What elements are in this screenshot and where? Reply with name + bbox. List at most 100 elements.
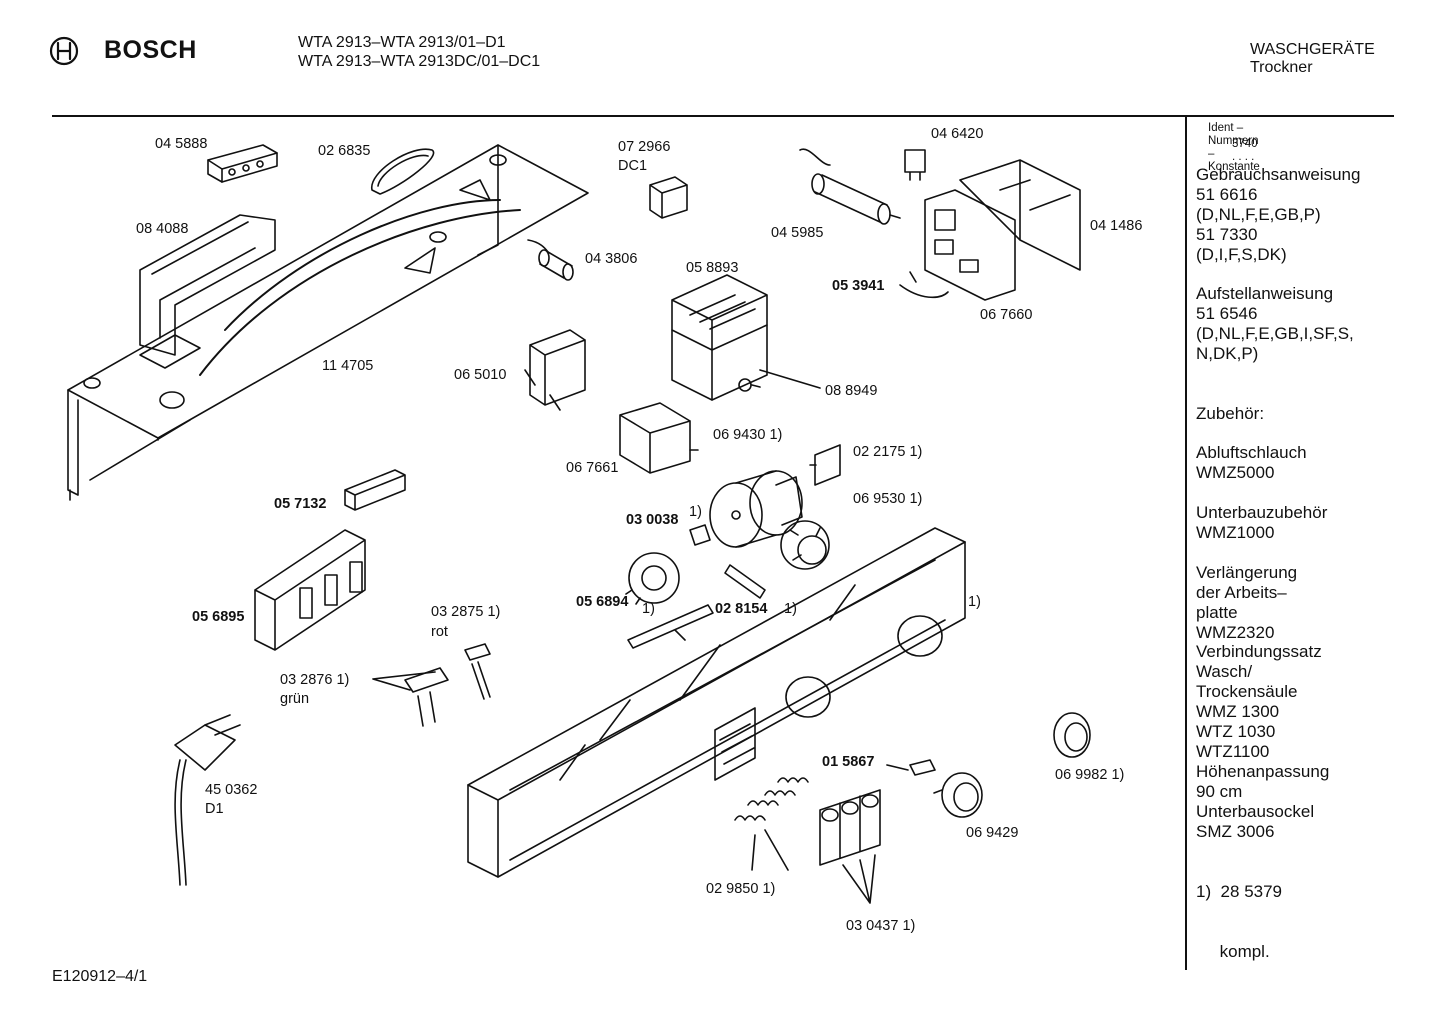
motor-069430 bbox=[709, 470, 803, 548]
sidebar-line: Abluftschlauch bbox=[1196, 443, 1307, 462]
subcategory-title: Trockner bbox=[1250, 59, 1313, 76]
cable-clip-032875 bbox=[464, 643, 491, 700]
part-label: 08 4088 bbox=[136, 221, 189, 237]
sidebar-line: WTZ 1030 bbox=[1196, 722, 1276, 741]
part-label-bold: 02 8154 bbox=[715, 601, 768, 617]
bracket-022175 bbox=[809, 444, 841, 486]
part-label: 11 4705 bbox=[322, 358, 374, 374]
part-label-bold: 01 5867 bbox=[822, 754, 875, 770]
part-note: 1) bbox=[784, 601, 797, 617]
unterbauzubehoer-block: Unterbauzubehör WMZ1000 bbox=[1196, 503, 1327, 543]
capacitor-045985 bbox=[799, 148, 901, 225]
part-label-sub: grün bbox=[280, 691, 310, 707]
part-label-sub: rot bbox=[431, 624, 448, 640]
sidebar-line: Höhenanpassung 90 cm bbox=[1196, 762, 1330, 801]
part-label: 07 2966 bbox=[618, 139, 671, 155]
part-note: 1) bbox=[689, 504, 702, 520]
drawing-code: E120912–4/1 bbox=[52, 968, 148, 985]
component-046420 bbox=[904, 149, 926, 181]
clip-015867 bbox=[909, 759, 936, 776]
panel-note: 1) bbox=[968, 594, 981, 610]
part-label: 06 9430 1) bbox=[713, 427, 783, 443]
part-label: 03 0437 1) bbox=[846, 918, 916, 934]
sidebar-line: Unterbausockel bbox=[1196, 802, 1315, 821]
sidebar-line: 1) 28 5379 bbox=[1196, 882, 1283, 901]
sidebar-line: 51 7330 bbox=[1196, 225, 1258, 244]
front-panel bbox=[467, 527, 966, 878]
sidebar-line: Verlängerung der Arbeits– bbox=[1196, 563, 1298, 602]
terminal-strip-057132 bbox=[344, 469, 406, 511]
part-label: 04 6420 bbox=[931, 126, 984, 142]
bracket-030038 bbox=[689, 524, 711, 546]
cable-clip-032876 bbox=[404, 667, 449, 727]
wire-053941 bbox=[899, 271, 949, 299]
part-label: 04 3806 bbox=[585, 251, 638, 267]
part-label: 02 6835 bbox=[318, 143, 371, 159]
sidebar-line: N,DK,P) bbox=[1196, 344, 1259, 363]
gear-wheel-056894 bbox=[625, 552, 680, 605]
part-note: 1) bbox=[642, 601, 655, 617]
part-label: 06 5010 bbox=[454, 367, 507, 383]
part-label-bold: 05 6895 bbox=[192, 609, 245, 625]
part-label-bold: 03 0038 bbox=[626, 512, 679, 528]
sidebar-line: SMZ 3006 bbox=[1196, 822, 1275, 841]
part-label-sub: DC1 bbox=[618, 158, 648, 174]
pin-028154 bbox=[724, 564, 766, 599]
sidebar-line: WMZ5000 bbox=[1196, 463, 1275, 482]
model-line-1: WTA 2913–WTA 2913/01–D1 bbox=[298, 34, 506, 51]
hoehenanpassung-block: Höhenanpassung 90 cm Unterbausockel SMZ … bbox=[1196, 762, 1329, 842]
leader-015867 bbox=[886, 764, 909, 771]
part-label: 03 2875 1) bbox=[431, 604, 501, 620]
part-label: 04 5888 bbox=[155, 136, 208, 152]
sidebar-line: WMZ2320 bbox=[1196, 623, 1275, 642]
knob-069429 bbox=[933, 772, 983, 818]
part-label-bold: 05 7132 bbox=[274, 496, 327, 512]
sidebar-line: WTZ1100 bbox=[1196, 742, 1270, 761]
control-plate-114705 bbox=[67, 144, 589, 501]
part-label: 45 0362 bbox=[205, 782, 258, 798]
sidebar-line: kompl. bbox=[1196, 942, 1270, 961]
sidebar-line: WMZ 1300 bbox=[1196, 702, 1280, 721]
knob-069982 bbox=[1053, 712, 1091, 758]
switch-assembly-056895 bbox=[254, 529, 366, 651]
sidebar-line: WMZ1000 bbox=[1196, 523, 1275, 542]
part-label: 02 2175 1) bbox=[853, 444, 923, 460]
timer-058893 bbox=[671, 274, 768, 401]
springs-029850 bbox=[734, 777, 809, 871]
slider-strip bbox=[627, 604, 714, 649]
zubehoer-heading: Zubehör: bbox=[1196, 404, 1265, 423]
part-label: 04 1486 bbox=[1090, 218, 1143, 234]
sidebar-line: Unterbauzubehör bbox=[1196, 503, 1328, 522]
sidebar-line: 51 6616 bbox=[1196, 185, 1258, 204]
leader-088949 bbox=[759, 369, 821, 389]
part-label: 03 2876 1) bbox=[280, 672, 350, 688]
buttons-030437 bbox=[819, 789, 881, 904]
header-rule bbox=[52, 115, 1394, 117]
sidebar-line: platte bbox=[1196, 603, 1238, 622]
switch-holder-067661 bbox=[619, 402, 699, 474]
part-label: 06 9429 bbox=[966, 825, 1019, 841]
part-label-bold: 05 3941 bbox=[832, 278, 885, 294]
part-label: 02 9850 1) bbox=[706, 881, 776, 897]
switch-065010 bbox=[524, 329, 586, 411]
verbindungssatz-block: Verbindungssatz Wasch/ Trockensäule WMZ … bbox=[1196, 642, 1322, 762]
gasket-loop-026835 bbox=[371, 148, 435, 195]
gear-069530 bbox=[780, 520, 830, 570]
part-label: 06 7661 bbox=[566, 460, 619, 476]
mounting-frame-041486 bbox=[959, 159, 1081, 271]
sidebar-line: (D,NL,F,E,GB,P) bbox=[1196, 205, 1321, 224]
brand-name: BOSCH bbox=[104, 36, 197, 64]
category-title: WASCHGERÄTE bbox=[1250, 41, 1375, 58]
circuit-board-067660 bbox=[924, 189, 1016, 301]
part-label: 05 8893 bbox=[686, 260, 739, 276]
sidebar-line: (D,I,F,S,DK) bbox=[1196, 245, 1287, 264]
sidebar-line: Aufstellanweisung bbox=[1196, 284, 1334, 303]
capacitor-043806 bbox=[527, 239, 574, 281]
part-label-sub: D1 bbox=[205, 801, 224, 817]
bracket-084088 bbox=[139, 214, 276, 356]
part-label: 08 8949 bbox=[825, 383, 878, 399]
part-label: 06 9530 1) bbox=[853, 491, 923, 507]
gebrauchsanweisung-block: Gebrauchsanweisung 51 6616 (D,NL,F,E,GB,… bbox=[1196, 165, 1360, 265]
abluftschlauch-block: Abluftschlauch WMZ5000 bbox=[1196, 443, 1307, 483]
